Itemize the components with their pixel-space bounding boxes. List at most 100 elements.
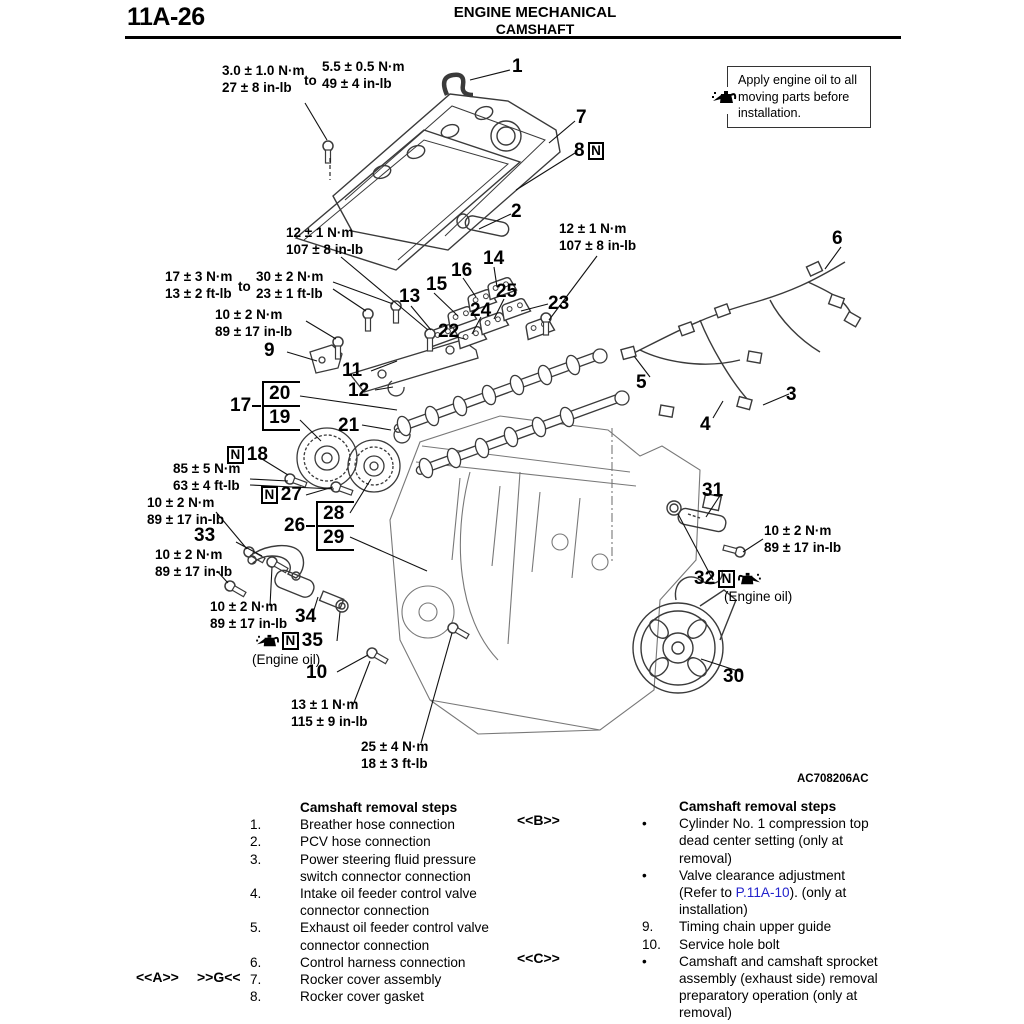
list-item-marker: 2. [250, 834, 262, 850]
callout-number: 6 [832, 228, 843, 249]
callout-number: 15 [426, 274, 448, 295]
callout-14: 14 [483, 249, 504, 269]
text-segment: ). (only at [789, 885, 847, 901]
callout-5: 5 [636, 373, 647, 393]
callout-number: 17 [230, 395, 252, 416]
text-segment: (Refer to [679, 885, 736, 901]
callout-22: 22 [438, 322, 459, 342]
procedure-marker: <<C>> [517, 950, 560, 966]
callout-6: 6 [832, 229, 843, 249]
callout-2: 2 [511, 202, 522, 222]
list-item-marker: 3. [250, 851, 262, 867]
callout-number: 18 [246, 444, 268, 465]
callout-number: 11 [342, 360, 363, 381]
callout-number: 4 [700, 414, 711, 435]
list-item-text: Control harness connection [300, 954, 466, 970]
callout-number: 22 [438, 321, 460, 342]
engine-oil-label: (Engine oil) [252, 652, 321, 667]
list-item-marker: 6. [250, 954, 262, 970]
list-item-marker: 10. [642, 936, 661, 952]
procedure-marker: >>G<< [197, 969, 241, 985]
callout-number: 9 [264, 340, 275, 361]
list-item: • Valve clearance adjustment(Refer to P.1… [642, 867, 912, 919]
callout-number: 31 [702, 480, 724, 501]
list-item-text: Valve clearance adjustment(Refer to P.11… [679, 867, 847, 918]
callout-number: 25 [496, 281, 518, 302]
engine-oil-label: (Engine oil) [724, 589, 793, 604]
callout-10: 10 [306, 663, 327, 683]
camshaft-removal-steps-right: Camshaft removal steps • Cylinder No. 1 co… [642, 798, 912, 1022]
list-item-text: Breather hose connection [300, 817, 455, 833]
steps-title: Camshaft removal steps [679, 799, 837, 814]
callout-number: 21 [338, 415, 360, 436]
callout-number: 23 [548, 293, 570, 314]
callout-3: 3 [786, 385, 797, 405]
section-subtitle: CAMSHAFT [495, 21, 575, 37]
callout-number: 1 [512, 56, 523, 77]
callout-4: 4 [700, 415, 711, 435]
list-item-marker: • [642, 867, 647, 883]
callout-13: 13 [399, 287, 420, 307]
callout-34: 34 [295, 607, 316, 627]
non-reusable-part-icon: N [227, 446, 244, 464]
callout-number: 3 [786, 384, 797, 405]
list-item: 7.Rocker cover assembly [250, 971, 560, 988]
procedure-marker: <<B>> [517, 812, 560, 828]
note-text: Apply engine oil to all moving parts bef… [738, 73, 858, 120]
callout-number: 5 [636, 372, 647, 393]
callout-number: 13 [399, 286, 421, 307]
list-item-marker: 1. [250, 817, 262, 833]
callout-15: 15 [426, 275, 447, 295]
list-item-marker: • [642, 953, 647, 969]
callout-number: 14 [483, 248, 505, 269]
list-item-marker: 9. [642, 919, 654, 935]
callout-number: 27 [280, 484, 302, 505]
list-item-marker: 8. [250, 989, 262, 1005]
callout-number: 26 [284, 515, 306, 536]
list-item: 9.Timing chain upper guide [642, 918, 912, 935]
callout-number: 32 [694, 568, 716, 589]
callout-12: 12 [348, 381, 369, 401]
callout-number: 8 [574, 140, 585, 161]
callout-number: 2 [511, 201, 522, 222]
callout-25: 25 [496, 282, 517, 302]
list-item: 6. Control harness connection [250, 954, 560, 971]
page-header: ENGINE MECHANICAL CAMSHAFT [70, 4, 1000, 37]
procedure-marker: <<A>> [136, 969, 179, 985]
list-item: 1. Breather hose connection [250, 816, 560, 833]
callout-number: 24 [470, 300, 492, 321]
callout-31: 31 [702, 481, 723, 501]
section-title: ENGINE MECHANICAL [453, 4, 617, 21]
callout-23: 23 [548, 294, 569, 314]
callout-21: 21 [338, 416, 359, 436]
callout-16: 16 [451, 261, 472, 281]
oil-can-icon [711, 87, 737, 114]
non-reusable-part-icon: N [261, 486, 278, 504]
callout-9: 9 [264, 341, 275, 361]
callout-number: 10 [306, 662, 328, 683]
callout-7: 7 [576, 108, 587, 128]
link-p11a-10[interactable]: P.11A-10 [735, 885, 790, 901]
callout-number: 16 [451, 260, 473, 281]
